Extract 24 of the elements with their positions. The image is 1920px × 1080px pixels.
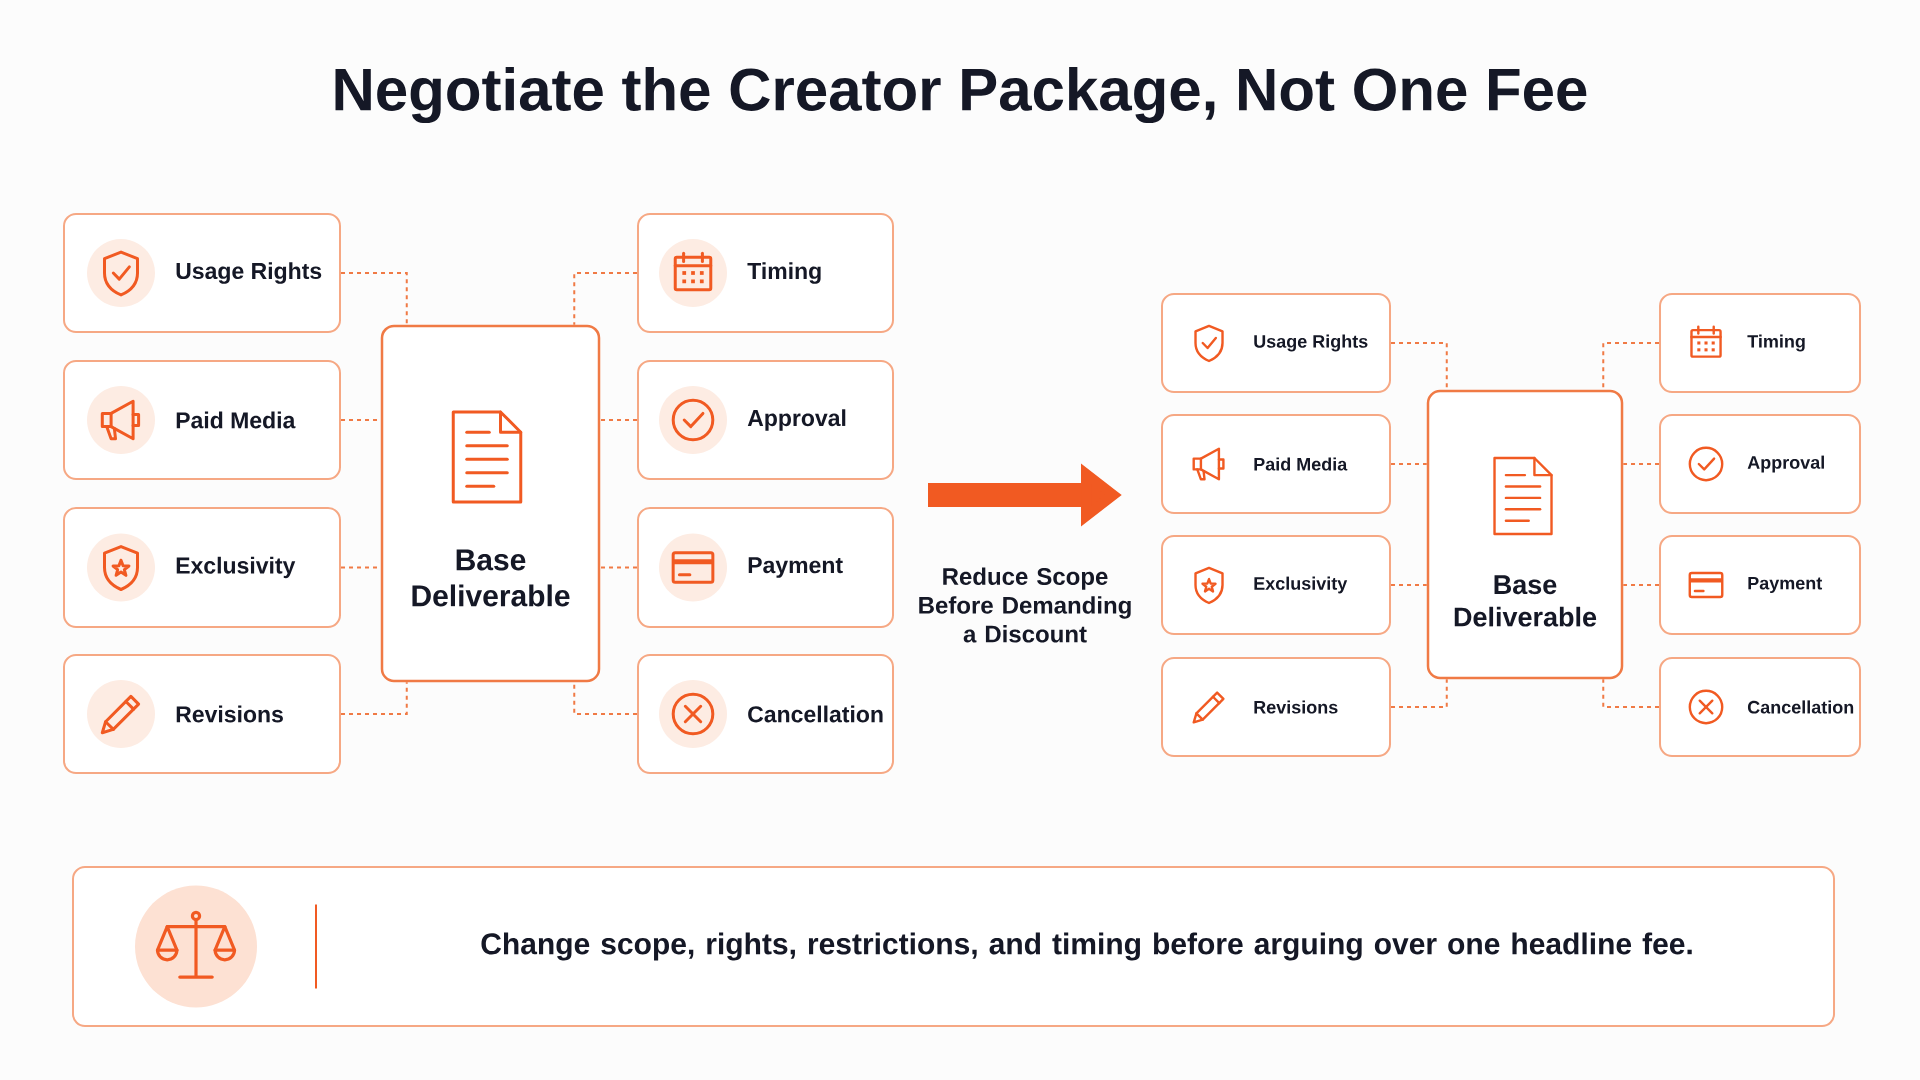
connector: [1390, 463, 1428, 465]
connector: [1602, 678, 1660, 708]
option-box: Timing: [1659, 293, 1861, 393]
connector: [1390, 678, 1448, 708]
deliverable-box: Base Deliverable: [1426, 389, 1624, 680]
option-box: Approval: [1659, 414, 1861, 514]
connector: [599, 419, 638, 421]
connector: [573, 272, 638, 326]
arrow-caption: Reduce Scope Before Demanding a Discount: [919, 567, 1131, 643]
connector: [1622, 463, 1660, 465]
option-box: Cancellation: [1659, 657, 1861, 757]
option-box: Usage Rights: [1161, 293, 1391, 393]
option-box: Exclusivity: [1161, 535, 1391, 635]
option-box: Paid Media: [1161, 414, 1391, 514]
option-box: Revisions: [1161, 657, 1391, 757]
option-box: Payment: [1659, 535, 1861, 635]
connector: [1622, 584, 1660, 586]
connector: [340, 272, 408, 326]
note-box: Change scope, rights, restrictions, and timing before arguing over one headline fee.: [72, 866, 1835, 1027]
title: Negotiate the Creator Package, Not One Fee: [335, 66, 1587, 124]
connector: [340, 681, 408, 715]
deliverable-box: Base Deliverable: [380, 324, 601, 683]
connector: [1390, 584, 1428, 586]
connector: [599, 566, 638, 569]
